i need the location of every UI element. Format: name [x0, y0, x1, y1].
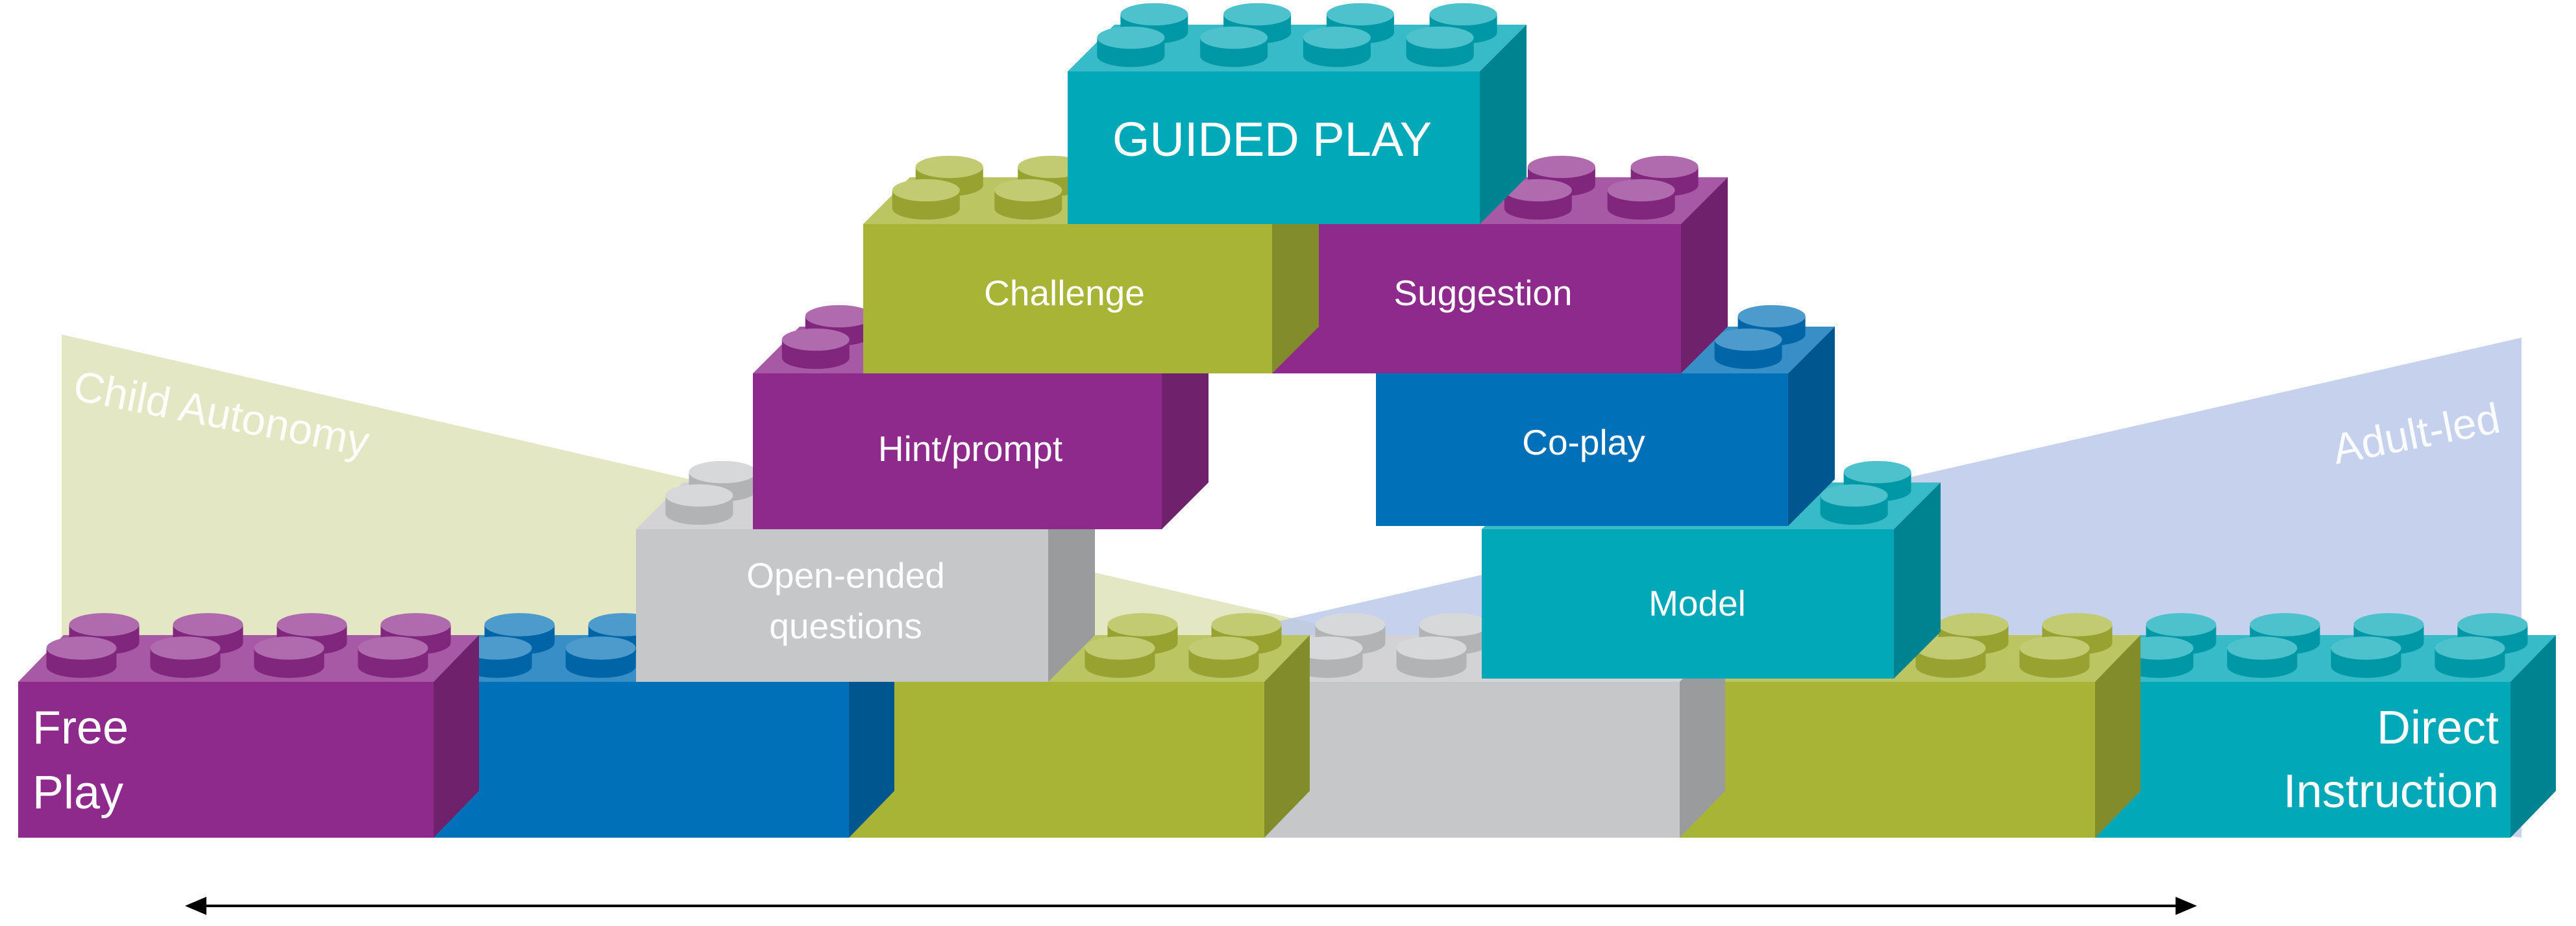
base-brick-blue-front: [434, 682, 849, 838]
guided-play-brick-side: [1480, 25, 1527, 224]
stud: [1396, 636, 1467, 678]
stud: [1097, 26, 1165, 68]
suggestion-label: Suggestion: [1393, 273, 1572, 313]
co-play-brick-front: [1376, 373, 1788, 526]
base-brick-teal-front: [2095, 682, 2510, 838]
base-brick-teal: [2095, 613, 2556, 838]
open-ended-brick-front: [636, 529, 1048, 682]
hint-prompt-label: Hint/prompt: [878, 429, 1062, 469]
stud: [565, 636, 636, 678]
challenge-brick-front: [863, 224, 1272, 373]
stud: [2331, 636, 2401, 678]
base-brick-purple: [18, 613, 479, 838]
base-brick-teal-side: [2510, 635, 2556, 838]
stud: [994, 179, 1062, 220]
guided-play-brick: [1068, 3, 1527, 224]
free-play-label-line1: Free: [32, 702, 129, 754]
open-ended-label-line1: Open-ended: [746, 555, 945, 595]
suggestion-brick-front: [1269, 224, 1681, 373]
guided-play-title: GUIDED PLAY: [1112, 112, 1432, 166]
base-brick-grey-side: [1680, 635, 1725, 838]
model-label: Model: [1649, 583, 1746, 623]
stud: [1820, 484, 1888, 525]
base-brick-grey-front: [1264, 682, 1680, 838]
base-brick-purple-side: [434, 635, 479, 838]
challenge-brick-side: [1272, 177, 1319, 373]
base-brick-olive-2-side: [2095, 635, 2141, 838]
stud: [2435, 636, 2505, 678]
stud: [1200, 26, 1268, 68]
base-brick-olive-1-side: [1264, 635, 1310, 838]
base-brick-purple-front: [18, 682, 434, 838]
guided-play-brick-front: [1068, 71, 1480, 224]
stud: [781, 328, 850, 369]
direct-instruction-label-line1: Direct: [2377, 702, 2499, 754]
stud: [46, 636, 117, 678]
stud: [1714, 328, 1782, 369]
open-ended-label-line2: questions: [769, 606, 922, 646]
stud: [1085, 636, 1155, 678]
stud: [1406, 26, 1474, 68]
brick-stack: [18, 3, 2556, 838]
stud: [1915, 636, 1986, 678]
stud: [358, 636, 428, 678]
stud: [2123, 636, 2194, 678]
stud: [1223, 3, 1292, 44]
stud: [1504, 179, 1572, 220]
stud: [1188, 636, 1259, 678]
co-play-label: Co-play: [1522, 422, 1645, 462]
base-brick-olive-2-front: [1680, 682, 2095, 838]
stud: [254, 636, 325, 678]
arrow-right-head: [2176, 897, 2197, 915]
suggestion-brick-side: [1681, 177, 1728, 373]
base-brick-blue-side: [849, 635, 894, 838]
hint-prompt-brick-side: [1162, 327, 1208, 529]
labels: GUIDED PLAY Challenge Suggestion Hint/pr…: [32, 112, 2499, 819]
stud: [1607, 179, 1675, 220]
model-brick-front: [1482, 529, 1894, 679]
arrow-left-head: [185, 897, 206, 915]
continuum-arrow: [185, 897, 2197, 915]
hint-prompt-brick-front: [753, 373, 1162, 529]
stud: [2019, 636, 2090, 678]
challenge-label: Challenge: [984, 273, 1145, 313]
free-play-label-line2: Play: [32, 767, 123, 819]
stud: [1303, 26, 1371, 68]
stud: [150, 636, 221, 678]
stud: [665, 484, 733, 525]
direct-instruction-label-line2: Instruction: [2283, 766, 2499, 818]
stud: [892, 179, 960, 220]
co-play-brick-side: [1788, 327, 1835, 526]
model-brick-side: [1894, 482, 1941, 679]
base-brick-olive-1-front: [849, 682, 1264, 838]
open-ended-brick-side: [1048, 482, 1095, 682]
stud: [2227, 636, 2298, 678]
